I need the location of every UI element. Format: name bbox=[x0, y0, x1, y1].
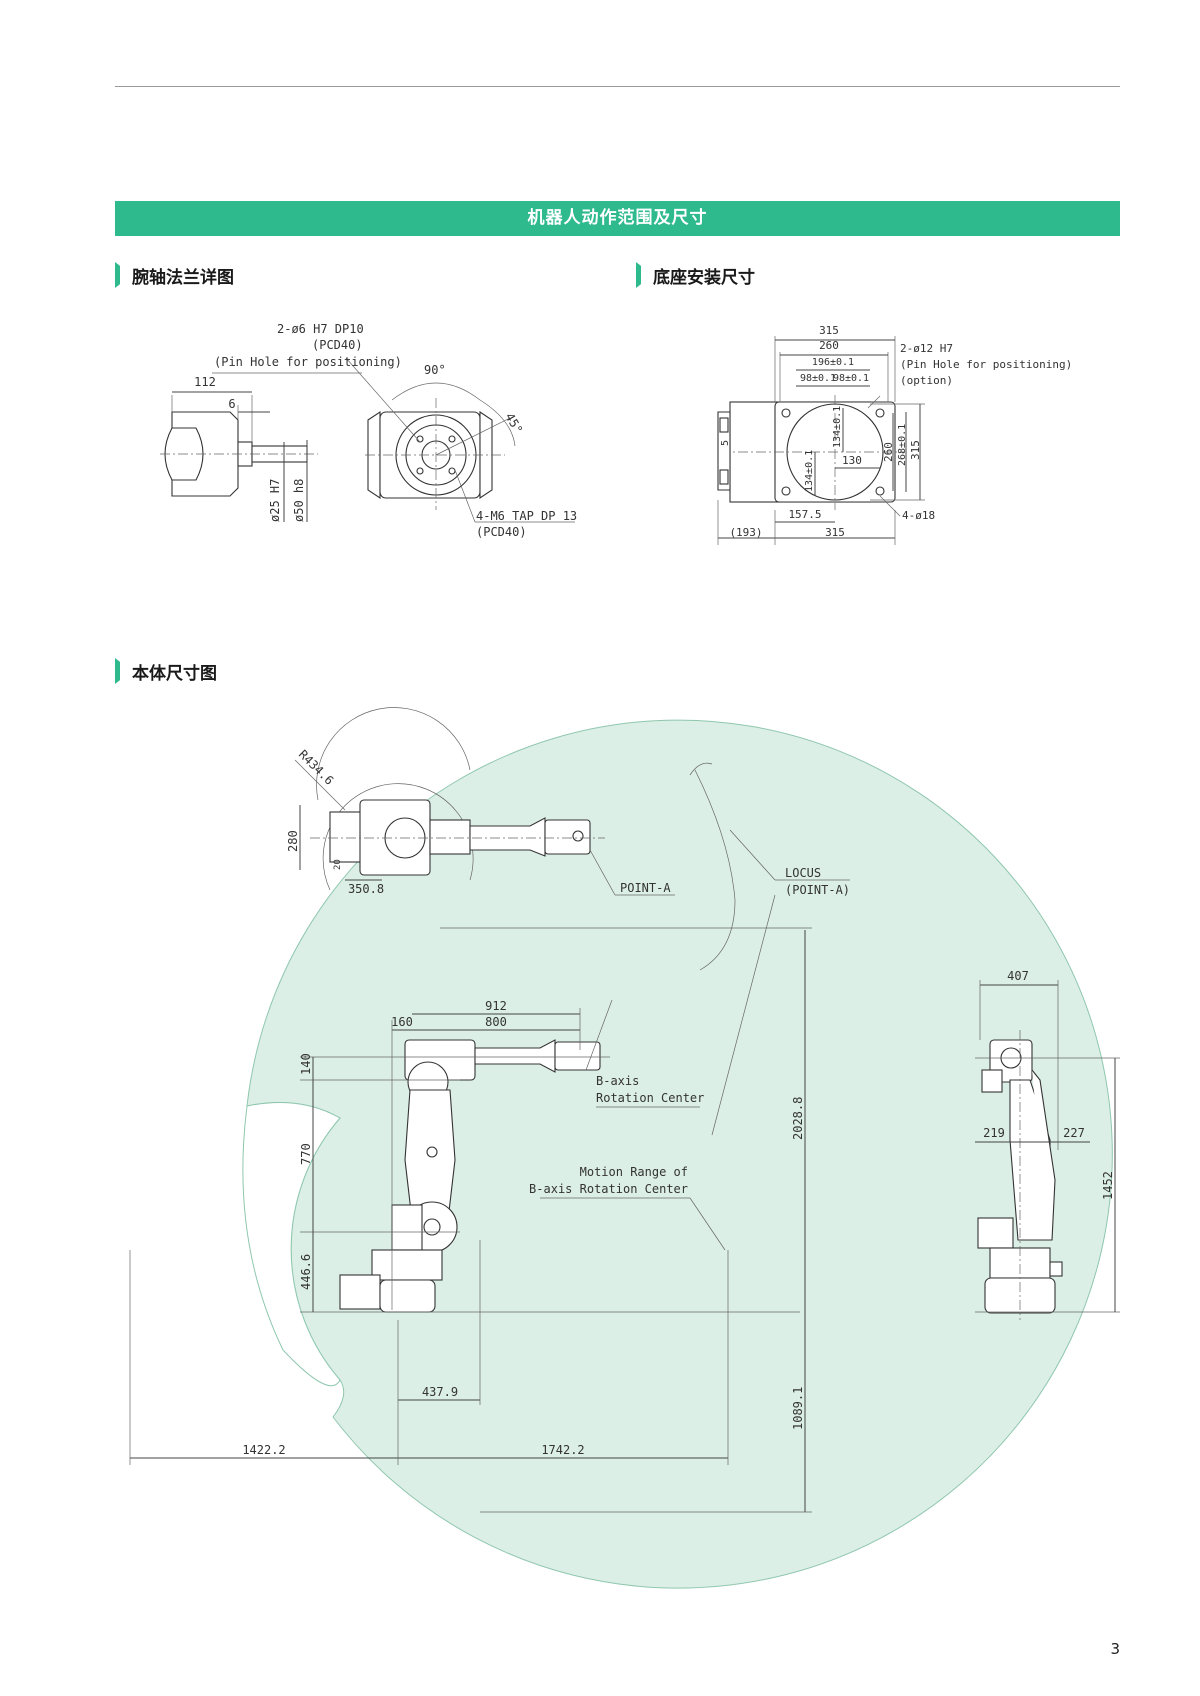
section-marker bbox=[115, 658, 120, 684]
label-angle-90: 90° bbox=[424, 363, 446, 377]
dim-260-right: 260 bbox=[882, 442, 895, 462]
dim-98-b: 98±0.1 bbox=[833, 373, 869, 384]
dim-2028: 2028.8 bbox=[791, 1097, 805, 1140]
label-motion-center: B-axis Rotation Center bbox=[529, 1182, 688, 1196]
label-point-a: POINT-A bbox=[620, 881, 671, 895]
section-marker bbox=[115, 262, 120, 288]
dim-770: 770 bbox=[299, 1143, 313, 1165]
label-pcd40-b: (PCD40) bbox=[476, 525, 527, 539]
label-tap: 4-M6 TAP DP 13 bbox=[476, 509, 577, 523]
label-pcd40-a: (PCD40) bbox=[312, 338, 363, 352]
dim-160: 160 bbox=[391, 1015, 413, 1029]
section-title-wrist: 腕轴法兰详图 bbox=[115, 262, 234, 288]
dim-219: 219 bbox=[983, 1126, 1005, 1140]
label-pin-hole: 2-ø6 H7 DP10 bbox=[277, 322, 364, 336]
robot-end-view bbox=[975, 1030, 1120, 1320]
dim-315-top: 315 bbox=[819, 324, 839, 337]
section-title-body: 本体尺寸图 bbox=[115, 658, 217, 684]
label-4-holes: 4-ø18 bbox=[902, 509, 935, 522]
dim-260-top: 260 bbox=[819, 339, 839, 352]
section-title-text: 本体尺寸图 bbox=[132, 663, 217, 684]
section-marker bbox=[636, 262, 641, 288]
dim-112: 112 bbox=[194, 375, 216, 389]
dim-800: 800 bbox=[485, 1015, 507, 1029]
wrist-front-view bbox=[212, 357, 575, 523]
dim-157: 157.5 bbox=[788, 508, 821, 521]
section-title-base: 底座安装尺寸 bbox=[636, 262, 755, 288]
dim-315-right: 315 bbox=[909, 440, 922, 460]
robot-top-view bbox=[294, 707, 605, 891]
dim-193: (193) bbox=[729, 526, 762, 539]
section-title-text: 底座安装尺寸 bbox=[653, 267, 755, 288]
dim-196: 196±0.1 bbox=[812, 357, 854, 368]
label-pin-note: (Pin Hole for positioning) bbox=[900, 358, 1072, 371]
top-rule bbox=[115, 86, 1120, 87]
dim-20: 20 bbox=[333, 859, 343, 870]
dim-437: 437.9 bbox=[422, 1385, 458, 1399]
dim-350: 350.8 bbox=[348, 882, 384, 896]
label-locus: LOCUS bbox=[785, 866, 821, 880]
label-motion-range: Motion Range of bbox=[580, 1165, 688, 1179]
dim-d50: ø50 h8 bbox=[292, 479, 306, 522]
dim-912: 912 bbox=[485, 999, 507, 1013]
label-option: (option) bbox=[900, 374, 953, 387]
dim-1422: 1422.2 bbox=[242, 1443, 285, 1457]
dim-315-bottom: 315 bbox=[825, 526, 845, 539]
dim-407: 407 bbox=[1007, 969, 1029, 983]
wrist-side-view bbox=[160, 391, 318, 522]
label-locus-point: (POINT-A) bbox=[785, 883, 850, 897]
dim-134-b: 134±0.1 bbox=[804, 450, 815, 492]
dim-1742: 1742.2 bbox=[541, 1443, 584, 1457]
dim-446: 446.6 bbox=[299, 1254, 313, 1290]
dim-134-a: 134±0.1 bbox=[832, 406, 843, 448]
dim-6: 6 bbox=[228, 397, 235, 411]
dim-98-a: 98±0.1 bbox=[800, 373, 836, 384]
label-rotation-center: Rotation Center bbox=[596, 1091, 704, 1105]
page-number: 3 bbox=[1110, 1640, 1120, 1658]
dim-227: 227 bbox=[1063, 1126, 1085, 1140]
dim-d25: ø25 H7 bbox=[268, 479, 282, 522]
base-view bbox=[717, 336, 925, 545]
section-title-text: 腕轴法兰详图 bbox=[132, 267, 234, 288]
dim-r434: R434.6 bbox=[296, 747, 337, 788]
dim-1089: 1089.1 bbox=[791, 1387, 805, 1430]
dim-268: 268±0.1 bbox=[897, 424, 908, 466]
dim-130: 130 bbox=[842, 454, 862, 467]
label-b-axis: B-axis bbox=[596, 1074, 639, 1088]
dim-5: 5 bbox=[720, 440, 731, 446]
robot-side-view bbox=[300, 1039, 800, 1313]
dim-280: 280 bbox=[286, 830, 300, 852]
label-pin-12: 2-ø12 H7 bbox=[900, 342, 953, 355]
dim-1452: 1452 bbox=[1101, 1171, 1115, 1200]
dim-140: 140 bbox=[299, 1053, 313, 1075]
section-banner: 机器人动作范围及尺寸 bbox=[115, 201, 1120, 236]
label-pin-note: (Pin Hole for positioning) bbox=[214, 355, 402, 369]
